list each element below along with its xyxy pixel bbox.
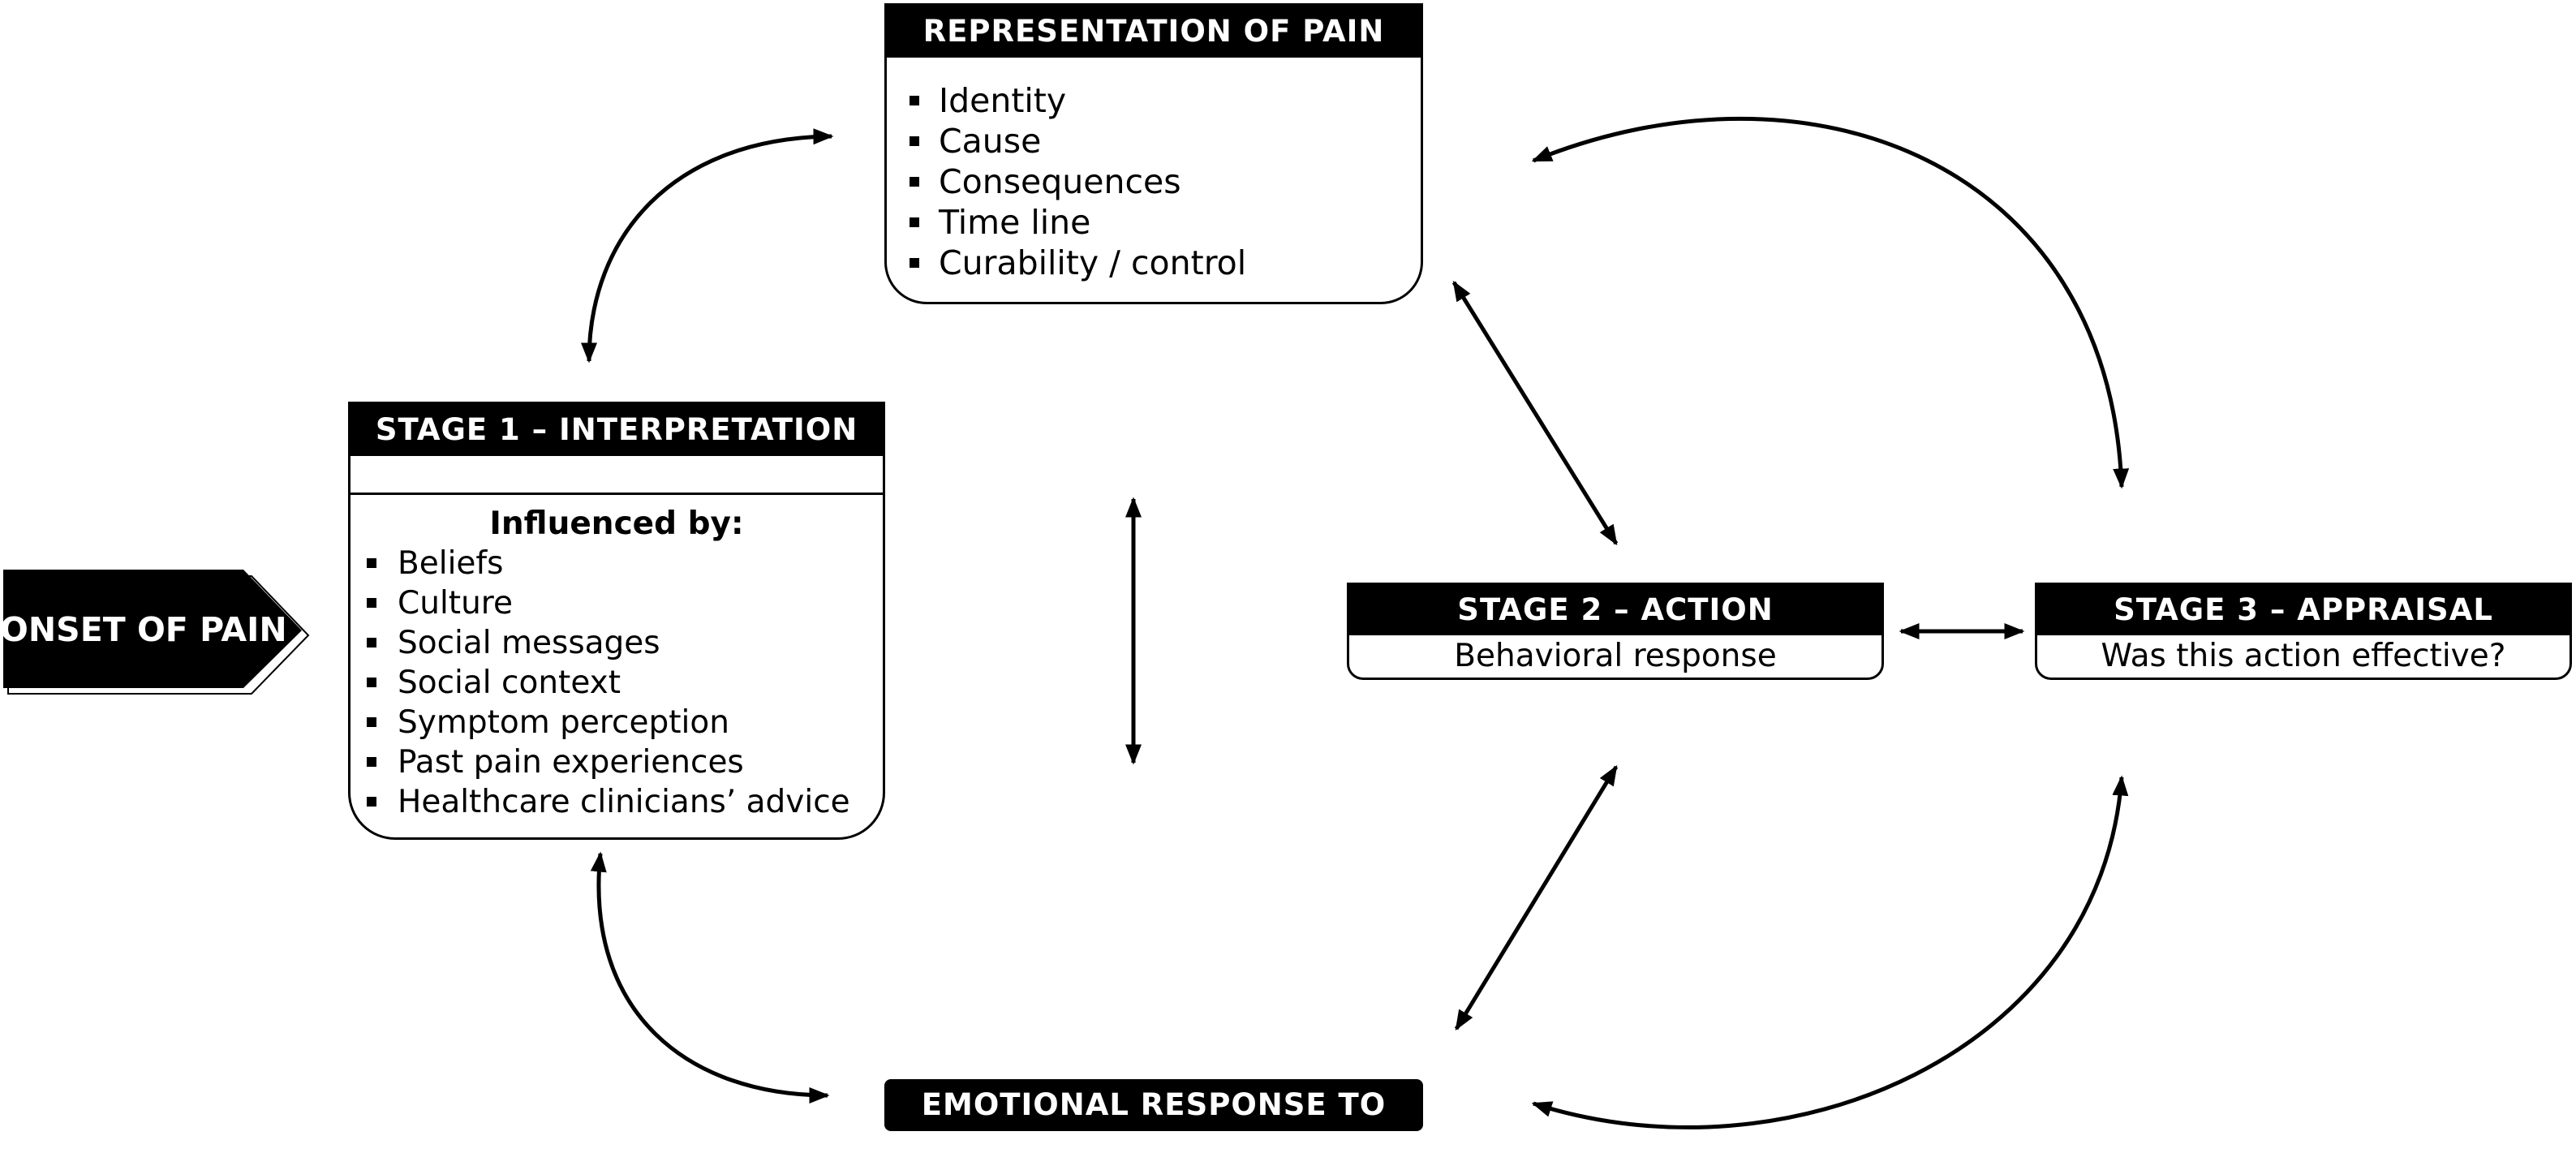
arrow-stage3-emotion	[1531, 775, 2129, 1129]
list-item: Healthcare clinicians’ advice	[350, 782, 883, 822]
bullet-square-icon	[910, 136, 919, 146]
arrow-stage1-emotion	[590, 851, 830, 1104]
bullet-square-icon	[367, 757, 376, 767]
bullet-square-icon	[910, 96, 919, 105]
stage1-title: STAGE 1 – INTERPRETATION	[350, 404, 883, 456]
bullet-square-icon	[367, 558, 376, 568]
stage3-appraisal-box: STAGE 3 – APPRAISAL Was this action effe…	[2035, 583, 2572, 680]
list-item: Social messages	[350, 623, 883, 663]
list-item: Beliefs	[350, 544, 883, 583]
stage2-action-box: STAGE 2 – ACTION Behavioral response	[1347, 583, 1884, 680]
list-item: Culture	[350, 583, 883, 623]
list-item: Curability / control	[887, 243, 1421, 283]
bullet-square-icon	[367, 678, 376, 687]
stage2-subtitle: Behavioral response	[1454, 638, 1777, 674]
bullet-square-icon	[367, 638, 376, 647]
onset-of-pain-label: ONSET OF PAIN	[0, 610, 287, 649]
stage2-title: STAGE 2 – ACTION	[1349, 585, 1881, 635]
list-item: Identity	[887, 80, 1421, 121]
bullet-square-icon	[910, 258, 919, 268]
bullet-square-icon	[910, 217, 919, 227]
arrow-stage1-representation	[581, 128, 834, 364]
arrow-stage2-emotion	[1454, 764, 1619, 1031]
stage3-subtitle: Was this action effective?	[2101, 638, 2506, 674]
list-item: Past pain experiences	[350, 742, 883, 782]
arrow-representation-stage3	[1531, 116, 2130, 489]
emotional-response-box: EMOTIONAL RESPONSE TO PAIN	[884, 1079, 1423, 1153]
arrow-representation-stage2	[1451, 280, 1619, 546]
list-item: Consequences	[887, 161, 1421, 202]
stage3-title: STAGE 3 – APPRAISAL	[2037, 585, 2570, 635]
list-item: Time line	[887, 202, 1421, 243]
list-item: Social context	[350, 663, 883, 703]
onset-of-pain-shape	[3, 570, 310, 695]
stage1-influences-list: Beliefs Culture Social messages Social c…	[350, 544, 883, 822]
bullet-square-icon	[367, 598, 376, 608]
stage1-divider	[350, 456, 883, 495]
representation-list: Identity Cause Consequences Time line Cu…	[887, 58, 1421, 283]
representation-of-pain-box: REPRESENTATION OF PAIN Identity Cause Co…	[884, 3, 1423, 304]
list-item: Symptom perception	[350, 703, 883, 742]
bullet-square-icon	[910, 177, 919, 187]
bullet-square-icon	[367, 797, 376, 807]
representation-title: REPRESENTATION OF PAIN	[887, 6, 1421, 58]
list-item: Cause	[887, 121, 1421, 161]
stage1-interpretation-box: STAGE 1 – INTERPRETATION Influenced by: …	[348, 402, 885, 840]
influenced-by-label: Influenced by:	[489, 506, 744, 542]
bullet-square-icon	[367, 717, 376, 727]
